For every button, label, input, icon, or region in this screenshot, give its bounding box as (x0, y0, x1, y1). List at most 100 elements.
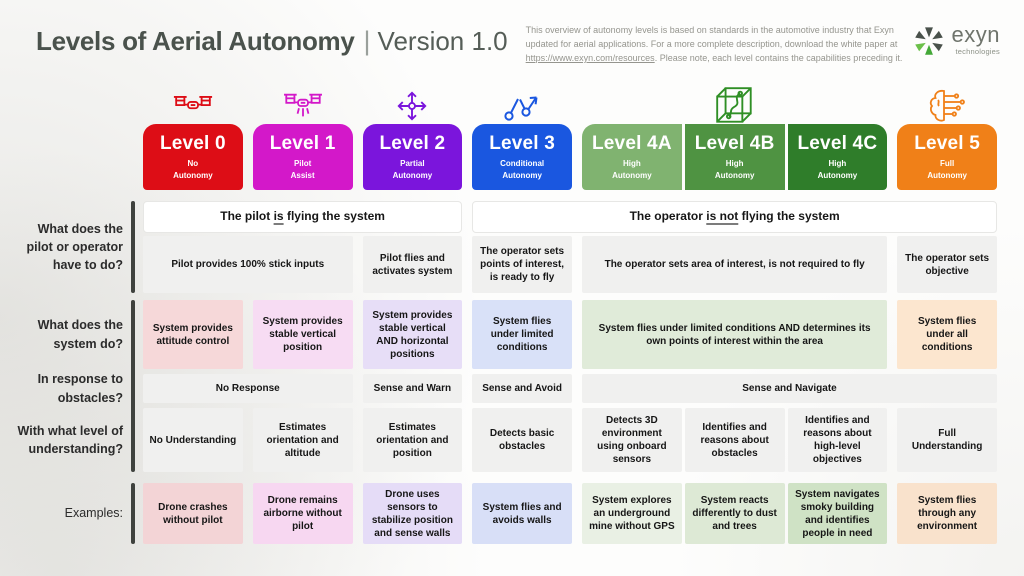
table-cell: The operator sets points of interest, is… (472, 236, 572, 293)
title-block: Levels of Aerial Autonomy |Version 1.0 (36, 26, 508, 57)
table-cell: Identifies and reasons about obstacles (684, 408, 785, 472)
table-cell: The operator sets objective (897, 236, 997, 293)
row-label-pilot: What does the pilot or operator have to … (26, 221, 123, 273)
table-cell: System provides attitude control (143, 300, 243, 369)
level-header-0: Level 0 No Autonomy (143, 124, 243, 190)
level-header-3: Level 3 Conditional Autonomy (472, 124, 572, 190)
table-cell: The operator sets area of interest, is n… (582, 236, 888, 293)
level-sublabel: Full Autonomy (927, 159, 967, 180)
level-icons-row (143, 84, 997, 124)
table-cell: Full Understanding (897, 408, 997, 472)
system-cells-row: System provides attitude control System … (143, 300, 997, 369)
resources-link[interactable]: https://www.exyn.com/resources (525, 52, 655, 63)
row-label-understanding: With what level of understanding? (17, 423, 123, 456)
table-cell: No Response (143, 374, 353, 403)
table-cell: Pilot flies and activates system (362, 236, 463, 293)
table-cell: Sense and Navigate (582, 374, 997, 403)
level-header-4b: Level 4B High Autonomy (684, 124, 785, 190)
table-cell: Drone remains airborne without pilot (252, 483, 353, 544)
level-header-4c: Level 4C High Autonomy (787, 124, 888, 190)
level-sublabel: Partial Autonomy (392, 159, 433, 180)
level-title: Level 4C (797, 133, 878, 155)
level-title: Level 0 (159, 133, 226, 155)
banner-text: flying the system (738, 209, 840, 224)
level-sublabel: Pilot Assist (290, 159, 315, 180)
banner-operator-not-flying: The operator is not flying the system (472, 201, 997, 233)
level-title: Level 5 (914, 133, 981, 155)
row-divider-bar (131, 300, 135, 472)
level-title: Level 2 (379, 133, 446, 155)
logo-subtitle: technologies (955, 47, 1000, 57)
banner-pilot-flying: The pilot is flying the system (143, 201, 463, 233)
table-cell: Drone crashes without pilot (143, 483, 243, 544)
table-cell: Estimates orientation and altitude (252, 408, 353, 472)
description-post: . Please note, each level contains the c… (654, 52, 903, 63)
table-cell: Pilot provides 100% stick inputs (143, 236, 353, 293)
table-cell: System provides stable vertical AND hori… (362, 300, 463, 369)
row-group-examples: Examples: Drone crashes without pilot Dr… (0, 483, 1024, 544)
table-cell: System explores an underground mine with… (582, 483, 682, 544)
row-label-examples: Examples: (64, 506, 123, 521)
four-way-arrows-icon (363, 89, 463, 123)
waypoint-path-icon (472, 90, 572, 122)
page-header: Levels of Aerial Autonomy |Version 1.0 Th… (0, 0, 1024, 66)
table-cell: Estimates orientation and position (362, 408, 463, 472)
row-divider-bar (131, 483, 135, 544)
level-sublabel: High Autonomy (612, 159, 652, 180)
row-group-system: What does the system do? In response to … (0, 300, 1024, 472)
level-title: Level 4B (694, 133, 775, 155)
table-cell: System flies under limited conditions AN… (582, 300, 888, 369)
level-sublabel: No Autonomy (173, 159, 213, 180)
drone-downwash-icon (253, 92, 353, 120)
logo-mark-icon (913, 24, 945, 56)
table-cell: System flies and avoids walls (472, 483, 572, 544)
table-cell: System reacts differently to dust and tr… (684, 483, 785, 544)
banner-text: The operator (629, 209, 707, 224)
level-title: Level 1 (269, 133, 336, 155)
table-cell: Sense and Warn (362, 374, 463, 403)
level-title: Level 3 (489, 133, 556, 155)
version-label: Version 1.0 (377, 26, 508, 56)
level-sublabel: Conditional Autonomy (500, 159, 545, 180)
mapping-cube-icon (582, 84, 887, 128)
obstacles-cells-row: No Response Sense and Warn Sense and Avo… (143, 374, 997, 403)
row-divider-bar (131, 201, 135, 293)
ai-brain-icon (897, 88, 997, 124)
level-sublabel: High Autonomy (817, 159, 858, 180)
banner-underlined: is not (706, 209, 739, 224)
level-headers-row: Level 0 No Autonomy Level 1 Pilot Assist… (143, 124, 997, 190)
table-cell: Detects 3D environment using onboard sen… (582, 408, 682, 472)
examples-cells-row: Drone crashes without pilot Drone remain… (143, 483, 997, 544)
table-cell: System provides stable vertical position (252, 300, 353, 369)
exyn-logo: exyn technologies (913, 24, 1000, 56)
table-cell: System flies under limited conditions (472, 300, 572, 369)
level-header-1: Level 1 Pilot Assist (252, 124, 353, 190)
autonomy-table: Level 0 No Autonomy Level 1 Pilot Assist… (0, 84, 1024, 544)
table-cell: Identifies and reasons about high-level … (787, 408, 888, 472)
table-cell: Sense and Avoid (472, 374, 572, 403)
table-cell: System flies under all conditions (897, 300, 997, 369)
pilot-banner-row: The pilot is flying the system The opera… (143, 201, 997, 233)
table-cell: Detects basic obstacles (472, 408, 572, 472)
table-cell: Drone uses sensors to stabilize position… (362, 483, 463, 544)
row-label-obstacles: In response to obstacles? (37, 372, 123, 405)
table-cell: System flies through any environment (897, 483, 997, 544)
pilot-cells-row: Pilot provides 100% stick inputs Pilot f… (143, 236, 997, 293)
row-label-system: What does the system do? (37, 318, 123, 351)
table-cell: System navigates smoky building and iden… (787, 483, 888, 544)
level-header-5: Level 5 Full Autonomy (897, 124, 997, 190)
description-text: This overview of autonomy levels is base… (526, 24, 913, 66)
level-header-2: Level 2 Partial Autonomy (362, 124, 463, 190)
description-pre: This overview of autonomy levels is base… (525, 25, 898, 49)
page-title: Levels of Aerial Autonomy (36, 26, 355, 56)
level-title: Level 4A (591, 133, 672, 155)
understanding-cells-row: No Understanding Estimates orientation a… (143, 408, 997, 472)
logo-text: exyn technologies (952, 24, 1000, 56)
banner-underlined: is (273, 209, 284, 224)
drone-icon (143, 94, 243, 118)
banner-text: flying the system (283, 209, 385, 224)
level-sublabel: High Autonomy (714, 159, 755, 180)
table-cell: No Understanding (143, 408, 243, 472)
title-divider: | (363, 26, 371, 56)
banner-text: The pilot (220, 209, 274, 224)
